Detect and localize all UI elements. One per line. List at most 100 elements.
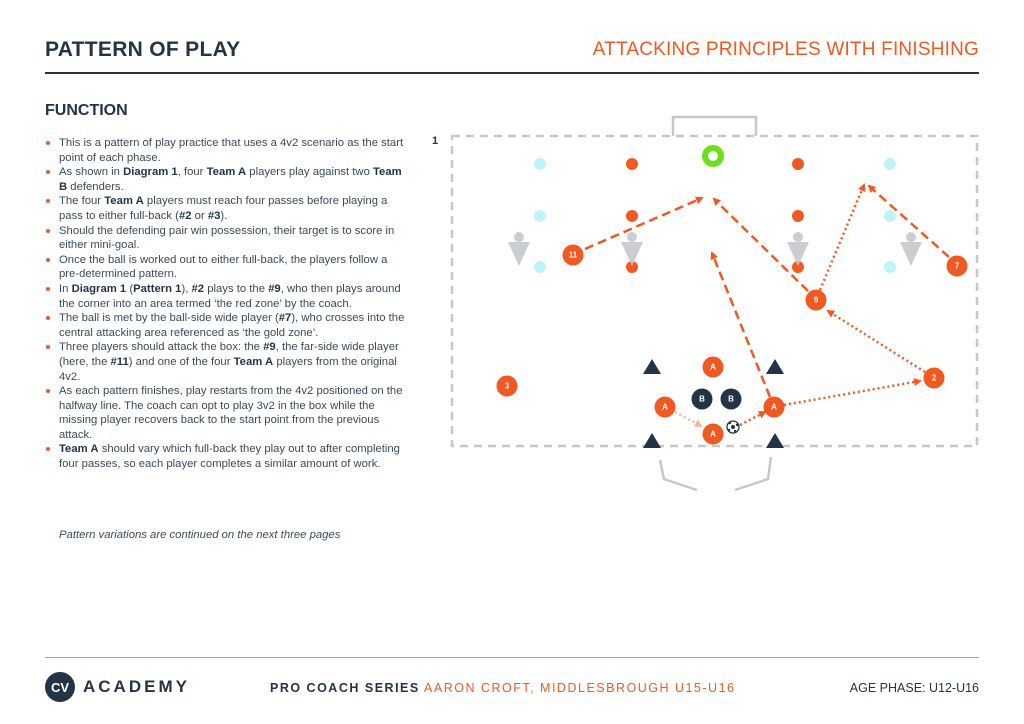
variations-note: Pattern variations are continued on the …: [59, 529, 341, 541]
bullet-item: The ball is met by the ball-side wide pl…: [45, 311, 410, 340]
team-a-player: A: [702, 356, 724, 378]
bullet-text: players from the original 4v2.: [59, 355, 397, 383]
bullet-item: Should the defending pair win possession…: [45, 224, 410, 253]
bullet-text: should vary which full-back they play ou…: [59, 443, 400, 471]
player-11: 11: [562, 244, 584, 266]
bullet-emphasis: Team A: [233, 355, 274, 368]
bullet-emphasis: #3: [207, 209, 221, 222]
bullet-text: As each pattern finishes, play restarts …: [59, 385, 403, 441]
ball-icon: [726, 420, 740, 434]
bullet-text: The four: [59, 195, 105, 208]
bullet-text: defenders.: [67, 180, 124, 193]
svg-text:B: B: [699, 395, 705, 404]
bullet-item: Three players should attack the box: the…: [45, 340, 410, 384]
bullet-text: (: [126, 282, 134, 295]
bullet-emphasis: #9: [268, 282, 281, 295]
main-goal: [671, 115, 758, 136]
bullet-text: As shown in: [59, 166, 124, 179]
page-subtitle: ATTACKING PRINCIPLES WITH FINISHING: [592, 39, 979, 60]
pass-arrow-ball: [739, 410, 767, 427]
footer-divider: [45, 657, 979, 658]
bullet-text: ) and one of the four: [128, 355, 234, 368]
player-2: 2: [923, 367, 945, 389]
team-a-player: A: [763, 396, 785, 418]
run-arrow-a: [710, 251, 772, 398]
cone-icons: [643, 359, 784, 448]
pass-arrow-9: [818, 183, 866, 291]
series-name: PRO COACH SERIES: [270, 681, 420, 695]
svg-text:2: 2: [932, 374, 937, 383]
zone-markers: [534, 158, 896, 273]
bullet-text: or: [191, 209, 208, 222]
bullet-text: plays to the: [204, 282, 269, 295]
goalkeeper-icon: [702, 145, 724, 167]
svg-text:A: A: [710, 363, 716, 372]
team-a-player: A: [702, 423, 724, 445]
team-b-player: B: [720, 388, 742, 410]
mini-goal-right: [734, 456, 773, 492]
bullet-text: Three players should attack the box: the: [59, 341, 264, 354]
bullet-emphasis: #7: [278, 312, 292, 325]
logo-text: CV: [50, 679, 70, 695]
svg-text:9: 9: [814, 296, 819, 305]
bullet-item: Once the ball is worked out to either fu…: [45, 253, 410, 282]
header-divider: [45, 72, 979, 74]
bullet-item: This is a pattern of play practice that …: [45, 136, 410, 165]
diagram-number: 1: [432, 135, 438, 147]
run-arrow-11: [584, 196, 704, 251]
bullet-emphasis: Pattern 1: [133, 282, 182, 295]
page-title: PATTERN OF PLAY: [45, 38, 241, 61]
cv-logo: CV: [45, 672, 75, 702]
bullet-emphasis: #9: [263, 341, 276, 354]
bullet-emphasis: Diagram 1: [123, 166, 178, 179]
mannequin-icons: [508, 232, 922, 266]
mini-goal-left: [658, 459, 698, 492]
bullet-text: , four: [177, 166, 207, 179]
bullet-item: As each pattern finishes, play restarts …: [45, 384, 410, 442]
bullet-text: players must reach four passes before pl…: [59, 195, 388, 222]
bullet-emphasis: Team A: [59, 443, 99, 456]
player-3: 3: [496, 375, 518, 397]
team-a-player: A: [654, 396, 676, 418]
bullet-emphasis: Diagram 1: [71, 282, 127, 295]
bullet-emphasis: Team A: [104, 195, 144, 208]
player-9: 9: [805, 289, 827, 311]
svg-text:A: A: [710, 430, 716, 439]
bullet-emphasis: #2: [191, 282, 205, 295]
brand-name: ACADEMY: [83, 677, 190, 696]
bullet-item: The four Team A players must reach four …: [45, 194, 410, 223]
section-title: FUNCTION: [45, 102, 128, 119]
bullet-text: , the far-side wide player (here, the: [59, 341, 399, 368]
bullet-text: ),: [181, 282, 192, 295]
movement-arrows: [584, 183, 950, 428]
bullet-item: In Diagram 1 (Pattern 1), #2 plays to th…: [45, 282, 410, 311]
age-phase: AGE PHASE: U12-U16: [849, 681, 979, 695]
bullet-text: ), who crosses into the central attackin…: [59, 312, 405, 339]
bullet-item: As shown in Diagram 1, four Team A playe…: [45, 165, 410, 194]
bullet-emphasis: Team B: [59, 166, 402, 193]
svg-text:B: B: [728, 395, 734, 404]
bullet-text: The ball is met by the ball-side wide pl…: [59, 312, 279, 325]
svg-text:3: 3: [505, 382, 510, 391]
bullet-text: Once the ball is worked out to either fu…: [59, 253, 388, 281]
bullet-text: ).: [220, 209, 228, 222]
team-b-player: B: [691, 388, 713, 410]
series-credit: PRO COACH SERIES AARON CROFT, MIDDLESBRO…: [270, 681, 735, 695]
pass-arrow-a: [783, 378, 922, 407]
bullet-item: Team A should vary which full-back they …: [45, 442, 410, 471]
bullet-text: This is a pattern of play practice that …: [59, 137, 404, 164]
bullet-emphasis: #11: [110, 355, 129, 368]
coach-credit: AARON CROFT, MIDDLESBROUGH U15-U16: [424, 681, 736, 695]
bullet-text: In: [59, 282, 72, 295]
bullet-emphasis: #2: [178, 209, 192, 222]
bullet-emphasis: Team A: [206, 166, 247, 179]
bullet-text: Should the defending pair win possession…: [59, 224, 395, 252]
svg-text:A: A: [771, 403, 777, 412]
svg-text:7: 7: [955, 262, 960, 271]
move-arrow-a: [674, 410, 703, 428]
pitch-boundary: [450, 134, 979, 448]
player-7: 7: [946, 255, 968, 277]
bullet-text: , who then plays around the corner into …: [59, 282, 401, 310]
run-arrow-9: [712, 197, 809, 292]
